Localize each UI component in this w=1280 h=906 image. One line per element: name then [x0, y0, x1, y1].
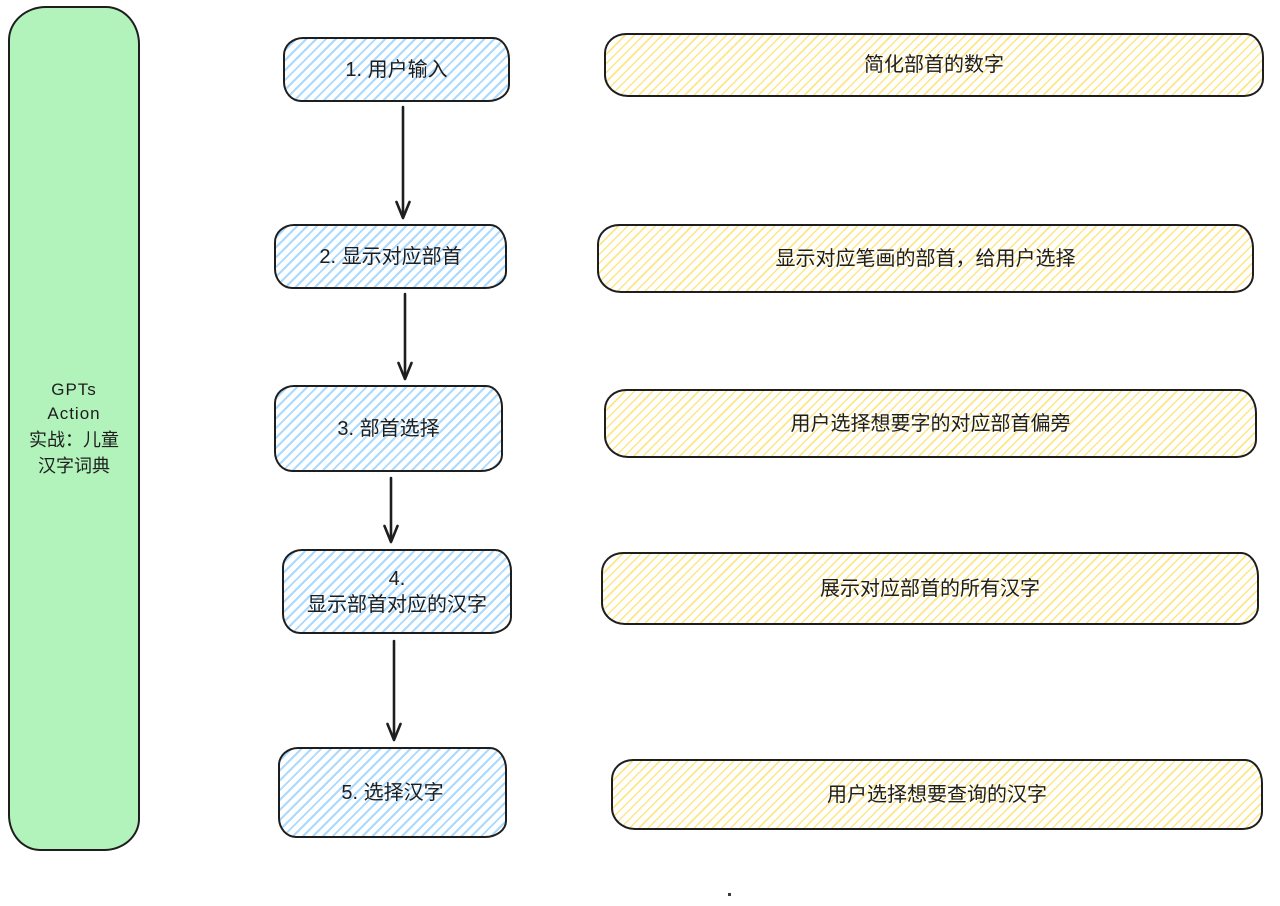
- note-5-label: 用户选择想要查询的汉字: [827, 783, 1047, 806]
- note-3-box: 用户选择想要字的对应部首偏旁: [604, 389, 1257, 458]
- note-2-label: 显示对应笔画的部首，给用户选择: [775, 247, 1076, 270]
- note-4-box: 展示对应部首的所有汉字: [601, 552, 1259, 625]
- step-1-box: 1. 用户输入: [283, 37, 510, 102]
- arrow-step1-to-step2: [395, 105, 411, 220]
- step-2-label: 2. 显示对应部首: [319, 245, 462, 268]
- arrow-step2-to-step3: [397, 292, 413, 381]
- note-4-label: 展示对应部首的所有汉字: [820, 577, 1040, 600]
- step-1-label: 1. 用户输入: [345, 58, 448, 81]
- note-1-box: 简化部首的数字: [604, 33, 1264, 97]
- step-2-box: 2. 显示对应部首: [274, 224, 507, 289]
- step-3-box: 3. 部首选择: [274, 385, 503, 472]
- project-title-line-1: GPTs: [51, 379, 97, 399]
- step-3-label: 3. 部首选择: [337, 417, 440, 440]
- note-5-box: 用户选择想要查询的汉字: [611, 759, 1263, 830]
- step-4-label: 4. 显示部首对应的汉字: [307, 567, 487, 616]
- step-5-label: 5. 选择汉字: [341, 781, 444, 804]
- note-2-box: 显示对应笔画的部首，给用户选择: [597, 224, 1254, 293]
- stray-dot: [728, 893, 731, 896]
- arrow-step4-to-step5: [386, 639, 402, 742]
- project-title-line-2: Action: [47, 404, 101, 424]
- note-1-label: 简化部首的数字: [864, 54, 1004, 76]
- arrow-step3-to-step4: [383, 476, 399, 544]
- project-title-box: GPTs Action 实战：儿童 汉字词典: [8, 6, 140, 851]
- step-5-box: 5. 选择汉字: [278, 747, 507, 838]
- step-4-box: 4. 显示部首对应的汉字: [282, 549, 512, 634]
- note-3-label: 用户选择想要字的对应部首偏旁: [790, 412, 1071, 435]
- project-title-line-4: 汉字词典: [38, 456, 110, 477]
- project-title-line-3: 实战：儿童: [29, 430, 119, 451]
